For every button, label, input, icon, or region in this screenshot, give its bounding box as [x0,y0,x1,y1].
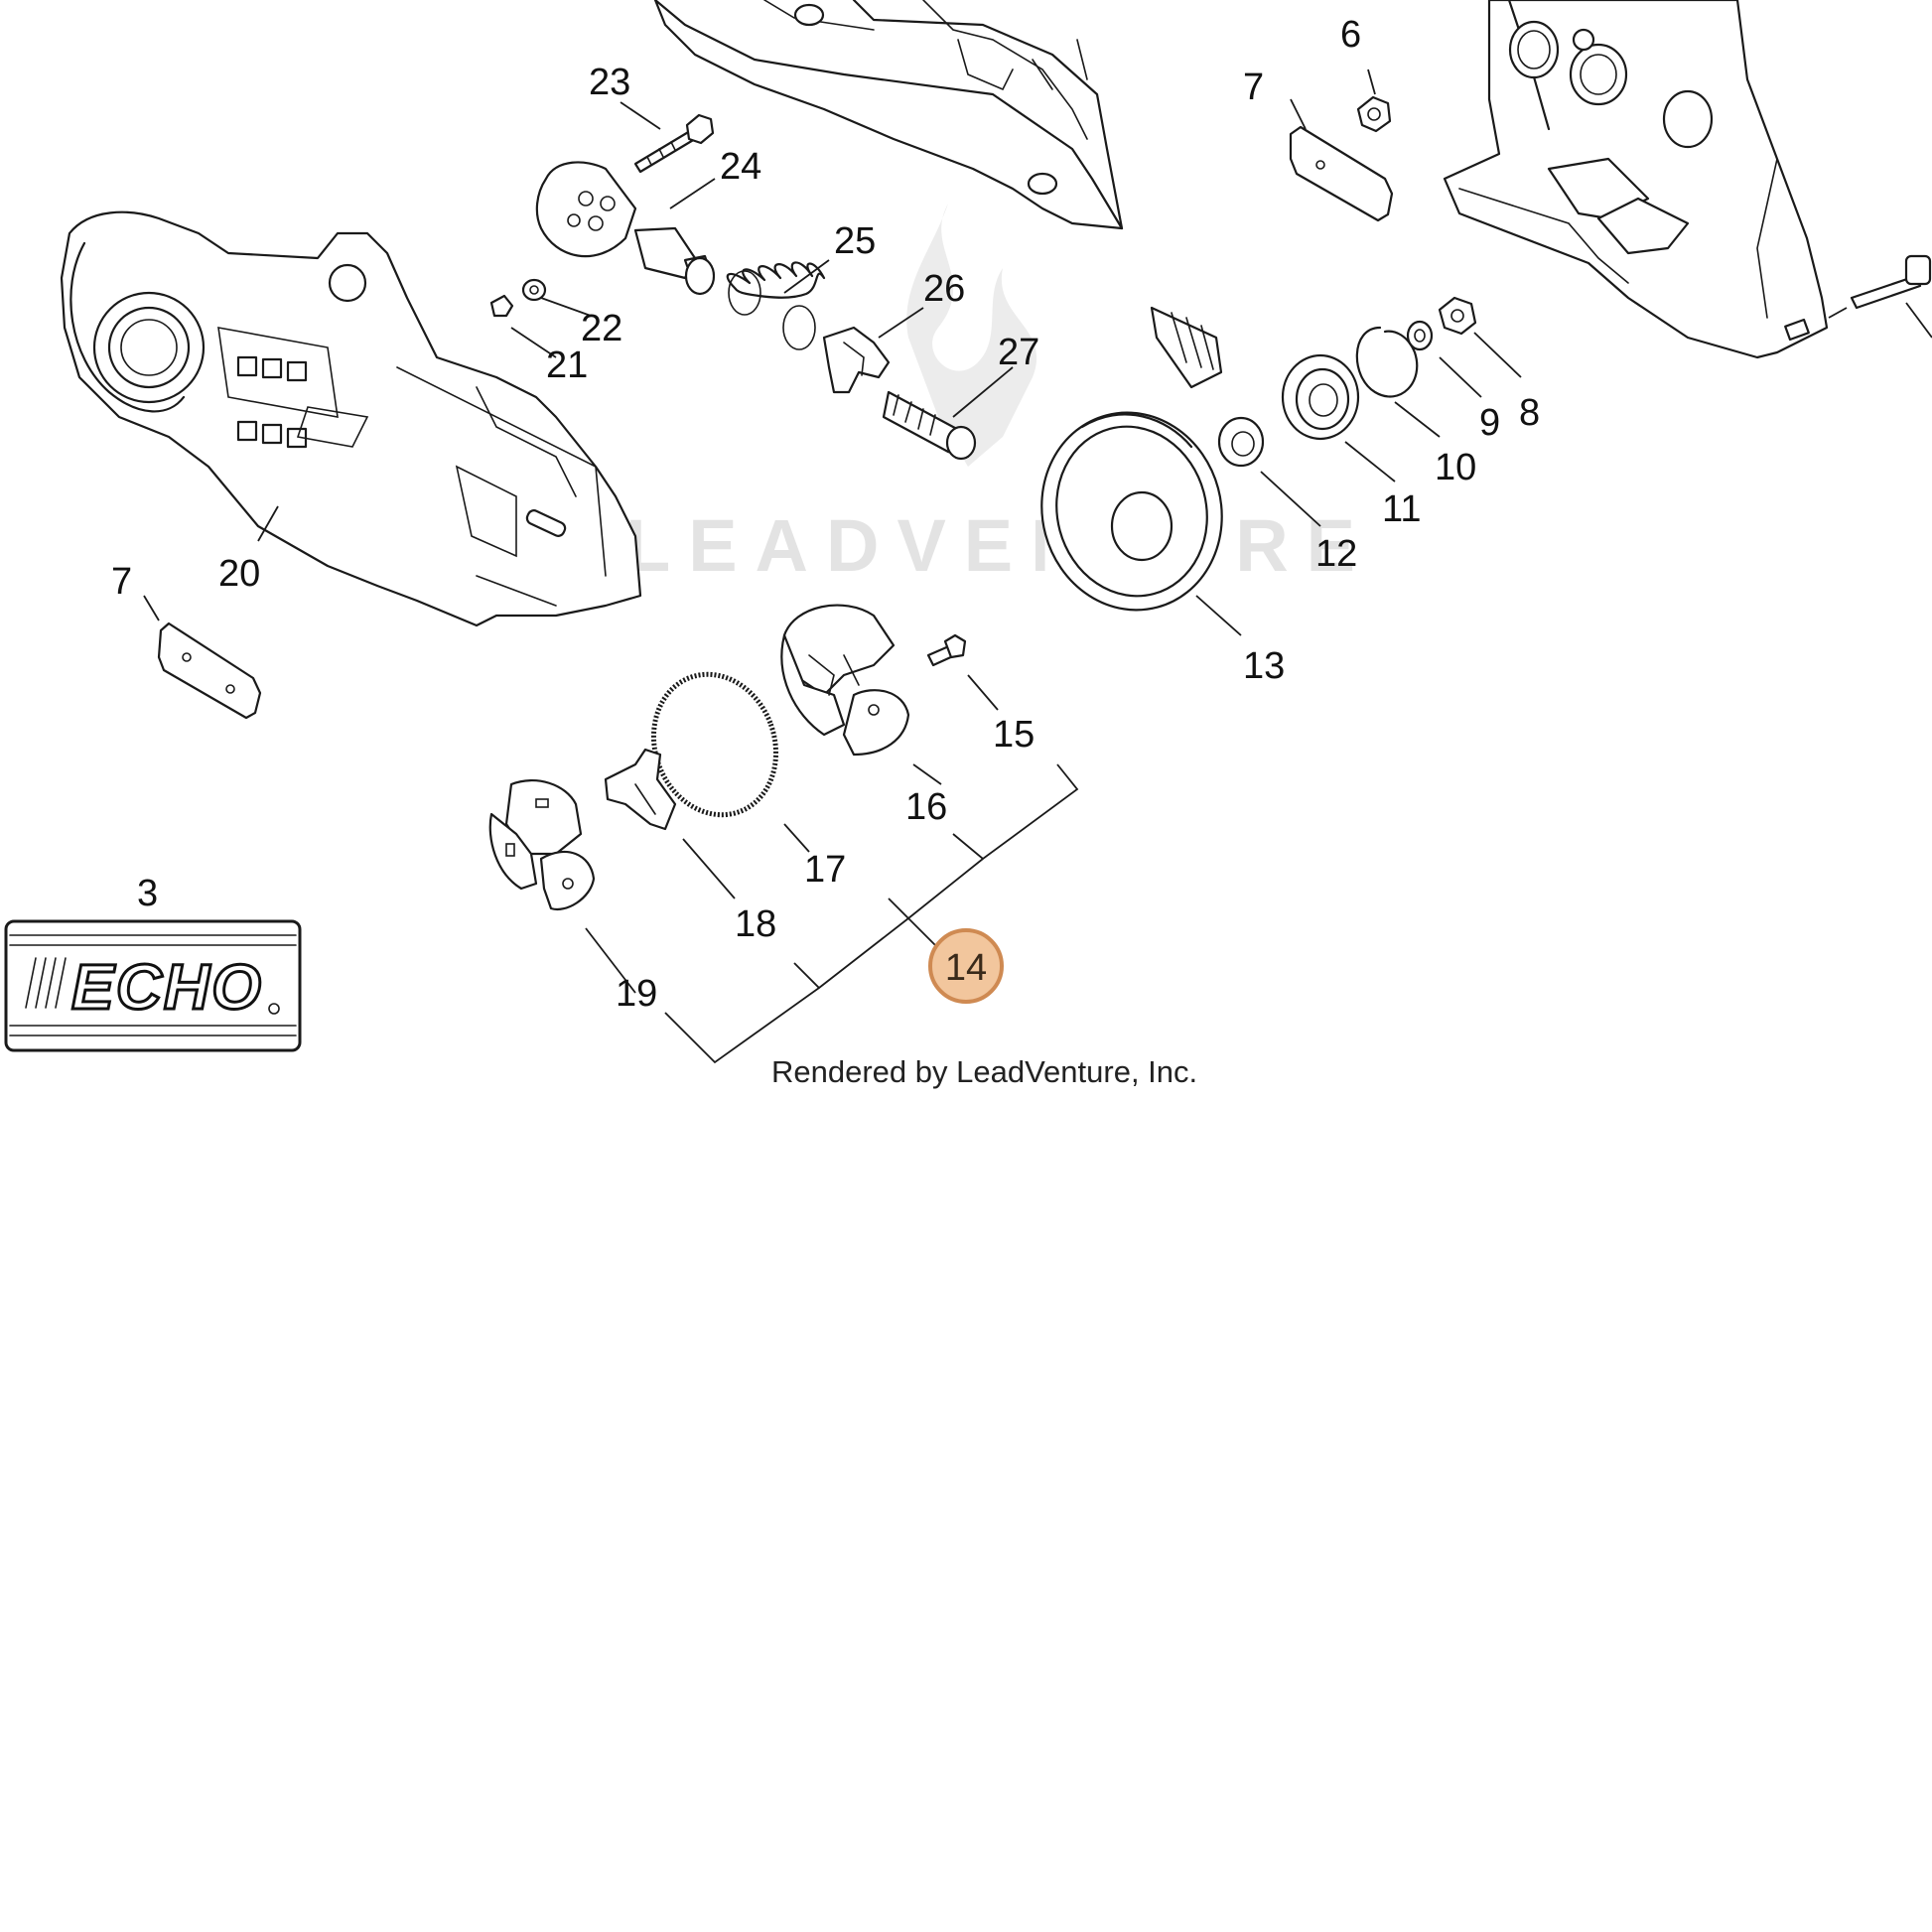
watermark-flame-icon [906,204,1037,467]
part-snap-ring-10[interactable] [1355,326,1419,398]
part-nut-8[interactable] [1438,296,1477,336]
callout-18[interactable]: 18 [735,903,776,945]
part-top-housing[interactable] [653,0,1124,230]
part-worm-27[interactable] [882,390,977,461]
part-oil-pump-24[interactable] [535,161,716,296]
callout-3[interactable]: 3 [137,873,158,914]
part-bolt-23[interactable] [633,113,715,174]
part-label-plate-3[interactable]: ECHO [4,919,302,1052]
leadventure-watermark: LEADVENTURE [625,204,1373,587]
part-plate-right[interactable] [1289,125,1394,222]
part-side-cover[interactable] [1443,0,1829,359]
part-washer-9[interactable] [1406,320,1434,351]
part-screw-21[interactable] [489,294,514,318]
callout-20[interactable]: 20 [218,553,260,595]
callout-9[interactable]: 9 [1479,402,1500,444]
callout-17[interactable]: 17 [804,849,846,891]
callout-7-left[interactable]: 7 [111,561,132,603]
part-spring-ring-17[interactable] [634,657,795,832]
callout-25[interactable]: 25 [834,220,876,262]
callout-14-highlighted[interactable]: 14 [928,928,1004,1004]
callout-13[interactable]: 13 [1243,645,1285,687]
part-guide-housing[interactable] [60,210,642,627]
callout-19[interactable]: 19 [616,973,657,1015]
part-plate-left[interactable] [157,621,262,720]
part-bearing-11[interactable] [1281,353,1360,441]
callout-24[interactable]: 24 [720,146,761,188]
callout-27[interactable]: 27 [998,332,1039,373]
callout-15[interactable]: 15 [993,714,1035,756]
callout-10[interactable]: 10 [1435,447,1476,488]
callouts: 23 24 25 26 27 22 21 20 7 7 6 8 9 10 11 … [111,14,1540,1015]
callout-23[interactable]: 23 [589,62,630,103]
callout-12[interactable]: 12 [1315,533,1357,575]
callout-14[interactable]: 14 [945,947,987,989]
callout-8[interactable]: 8 [1519,392,1540,434]
part-clutch-shoes-16[interactable] [780,604,910,757]
callout-16[interactable]: 16 [905,786,947,828]
callout-7-right[interactable]: 7 [1243,67,1264,108]
watermark-text: LEADVENTURE [625,504,1373,587]
render-credit: Rendered by LeadVenture, Inc. [771,1054,1197,1089]
callout-22[interactable]: 22 [581,308,622,349]
part-bolt-right[interactable] [1828,254,1932,339]
part-nut-6[interactable] [1356,95,1392,133]
callout-26[interactable]: 26 [923,268,965,310]
part-hub-18[interactable] [604,748,677,831]
part-clutch-drum-13[interactable] [1020,306,1244,630]
part-spring-25[interactable] [726,261,826,350]
callout-6[interactable]: 6 [1340,14,1361,56]
part-screw-15[interactable] [926,633,967,667]
callout-21[interactable]: 21 [546,345,588,386]
part-washer-22[interactable] [521,278,547,302]
echo-logo-text: ECHO [71,951,263,1023]
callout-11[interactable]: 11 [1382,488,1421,530]
part-bushing-12[interactable] [1217,416,1265,468]
part-plates-19[interactable] [488,779,596,911]
highlight-badge [928,928,1004,1004]
part-fitting-26[interactable] [822,326,891,394]
